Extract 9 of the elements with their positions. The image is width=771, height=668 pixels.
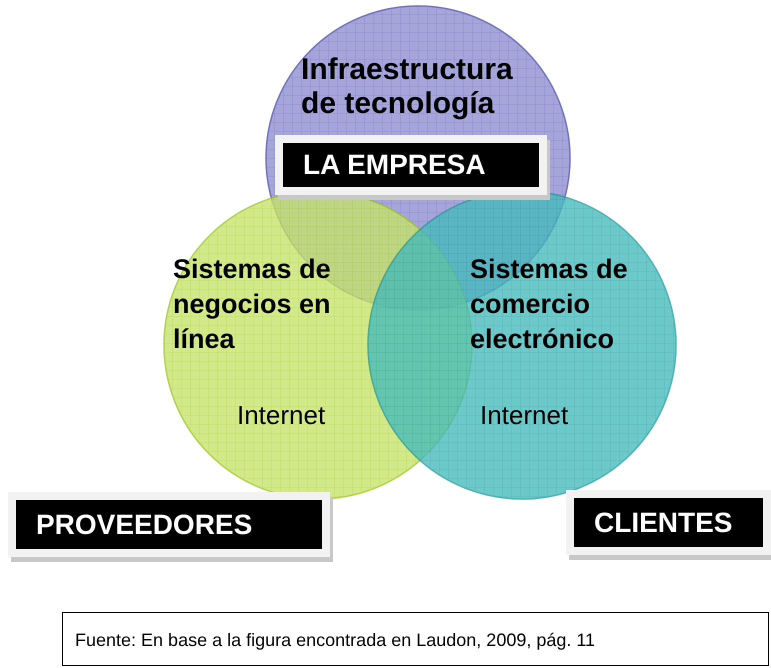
circle-label: Internet	[237, 400, 326, 430]
circle-label: Internet	[480, 400, 570, 430]
circle-heading: Infraestructura de tecnología	[301, 53, 514, 121]
label-box: CLIENTES	[566, 490, 771, 555]
label-box: PROVEEDORES	[8, 492, 330, 557]
circle-heading: Sistemas de negocios en línea	[173, 253, 332, 356]
source-caption: Fuente: En base a la figura encontrada en Laudon, 2009, pág. 11	[75, 630, 596, 650]
label-box: LA EMPRESA	[275, 135, 547, 195]
circle-heading: Sistemas de comercio electrónico	[470, 253, 629, 356]
